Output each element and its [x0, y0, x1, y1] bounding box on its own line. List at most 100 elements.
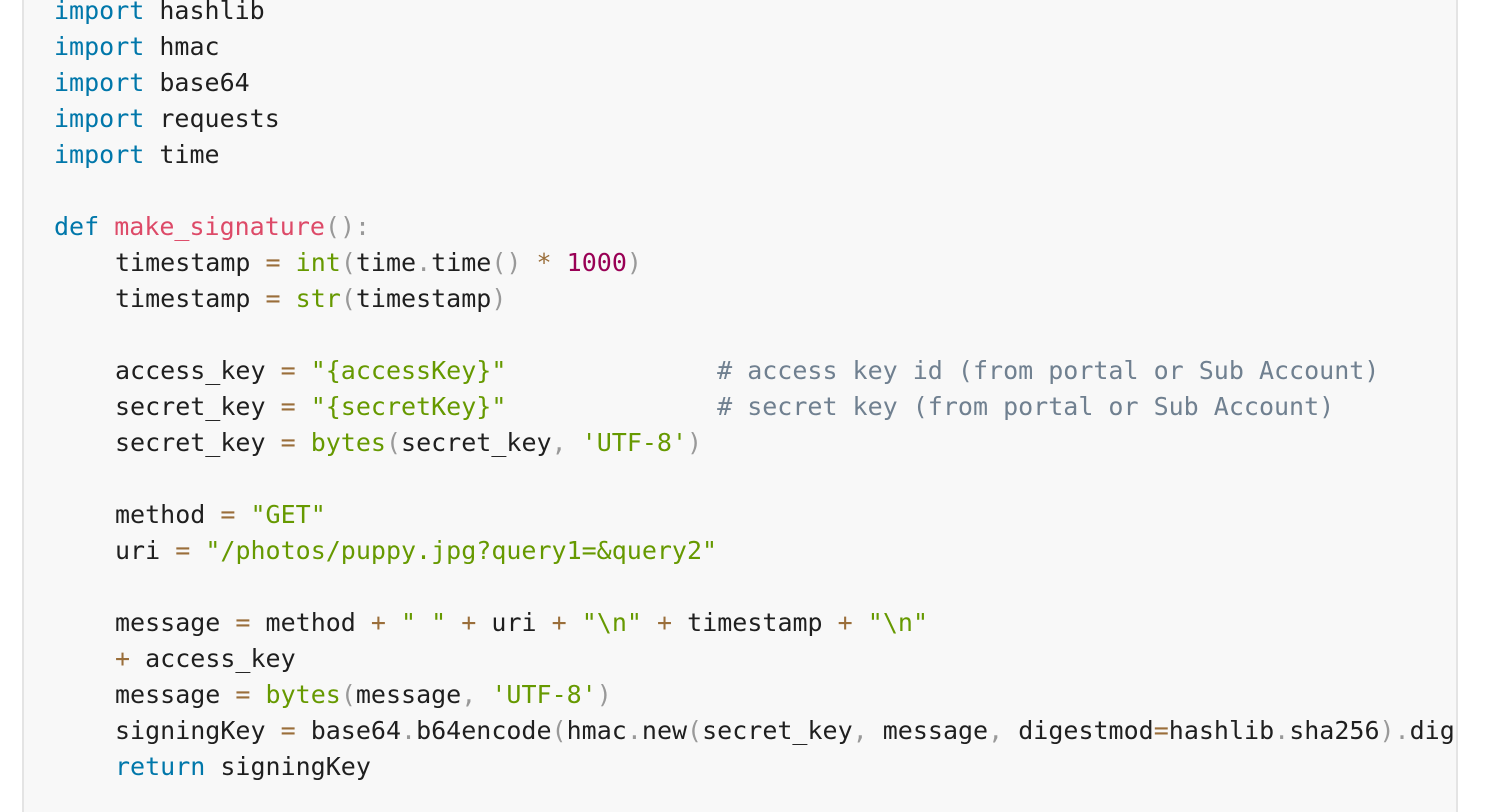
punctuation: .	[416, 248, 432, 277]
operator: =	[280, 428, 296, 457]
punctuation: ,	[988, 716, 1004, 745]
keyword: import	[54, 104, 145, 133]
string: "GET"	[250, 500, 326, 529]
identifier: sha256	[1289, 716, 1380, 745]
punctuation: (	[340, 284, 356, 313]
punctuation: .	[626, 716, 642, 745]
operator: +	[837, 608, 853, 637]
code-line-12: secret_key = "{secretKey}" # secret key …	[54, 389, 1455, 425]
keyword: import	[54, 0, 145, 25]
identifier: time	[355, 248, 417, 277]
punctuation: )	[596, 680, 612, 709]
punctuation: ,	[461, 680, 477, 709]
code-line-5: import time	[54, 137, 1455, 173]
identifier: timestamp	[687, 608, 823, 637]
operator: +	[657, 608, 673, 637]
code-line-6	[54, 173, 1455, 209]
punctuation: (	[551, 716, 567, 745]
identifier: message	[355, 680, 462, 709]
punctuation: )	[491, 284, 507, 313]
code-line-3: import base64	[54, 65, 1455, 101]
comment: # access key id (from portal or Sub Acco…	[717, 356, 1380, 385]
code-line-17	[54, 569, 1455, 605]
number: 1000	[566, 248, 627, 277]
operator: =	[280, 392, 296, 421]
identifier: timestamp	[115, 284, 251, 313]
code-line-2: import hmac	[54, 29, 1455, 65]
string: 'UTF-8'	[491, 680, 597, 709]
code-line-14	[54, 461, 1455, 497]
identifier: base64	[310, 716, 402, 745]
punctuation: (	[385, 428, 402, 457]
keyword: import	[54, 32, 145, 61]
code-line-11: access_key = "{accessKey}" # access key …	[54, 353, 1455, 389]
operator: +	[551, 608, 567, 637]
operator: =	[220, 500, 236, 529]
module-name: requests	[159, 104, 280, 133]
operator: =	[175, 536, 191, 565]
code-line-20: message = bytes(message, 'UTF-8')	[54, 677, 1455, 713]
builtin: str	[295, 284, 341, 313]
identifier: message	[882, 716, 989, 745]
identifier: timestamp	[115, 248, 251, 277]
identifier: time	[431, 248, 492, 277]
identifier: access_key	[115, 356, 266, 385]
code-line-4: import requests	[54, 101, 1455, 137]
operator: =	[1153, 716, 1169, 745]
module-name: time	[159, 140, 220, 169]
module-name: hmac	[159, 32, 220, 61]
operator: =	[280, 716, 296, 745]
punctuation: .	[401, 716, 417, 745]
code-line-18: message = method + " " + uri + "\n" + ti…	[54, 605, 1455, 641]
operator: +	[370, 608, 386, 637]
punctuation: )	[626, 248, 642, 277]
identifier: signingKey	[115, 716, 266, 745]
operator: =	[235, 608, 251, 637]
builtin: bytes	[265, 680, 341, 709]
punctuation: ()	[491, 248, 522, 277]
identifier: secret_key	[401, 428, 552, 457]
identifier: secret_key	[115, 392, 266, 421]
keyword: import	[54, 68, 145, 97]
comment: # secret key (from portal or Sub Account…	[717, 392, 1335, 421]
identifier: hmac	[566, 716, 627, 745]
identifier: hashlib	[1168, 716, 1275, 745]
string: 'UTF-8'	[581, 428, 688, 457]
punctuation: (	[687, 716, 703, 745]
keyword: import	[54, 140, 145, 169]
code-line-15: method = "GET"	[54, 497, 1455, 533]
operator: +	[461, 608, 477, 637]
punctuation: ,	[852, 716, 868, 745]
code-line-19: + access_key	[54, 641, 1455, 677]
punctuation: )	[687, 428, 703, 457]
code-line-7: def make_signature():	[54, 209, 1455, 245]
builtin: bytes	[310, 428, 386, 457]
identifier: dig	[1409, 716, 1455, 745]
code-line-21: signingKey = base64.b64encode(hmac.new(s…	[54, 713, 1455, 749]
punctuation: ():	[324, 212, 371, 241]
function-name: make_signature	[114, 212, 325, 241]
identifier: signingKey	[220, 752, 371, 781]
builtin: int	[295, 248, 341, 277]
identifier: new	[641, 716, 688, 745]
punctuation: .	[1274, 716, 1290, 745]
operator: =	[265, 248, 281, 277]
operator: *	[536, 248, 552, 277]
code-line-13: secret_key = bytes(secret_key, 'UTF-8')	[54, 425, 1455, 461]
string: "\n"	[867, 608, 929, 637]
identifier: method	[115, 500, 206, 529]
module-name: base64	[159, 68, 250, 97]
punctuation: ).	[1379, 716, 1410, 745]
string: "\n"	[581, 608, 642, 637]
identifier: digestmod	[1018, 716, 1154, 745]
code-line-16: uri = "/photos/puppy.jpg?query1=&query2"	[54, 533, 1455, 569]
string: "{accessKey}"	[310, 356, 507, 385]
identifier: secret_key	[702, 716, 853, 745]
code-line-10	[54, 317, 1455, 353]
identifier: message	[115, 680, 221, 709]
operator: +	[115, 644, 131, 673]
operator: =	[280, 356, 296, 385]
punctuation: (	[340, 680, 356, 709]
